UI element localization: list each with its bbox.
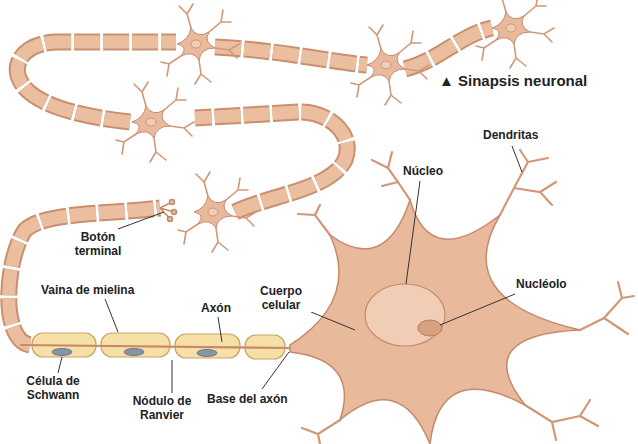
leader-line [262, 352, 289, 389]
leader-line [311, 312, 355, 330]
leader-lines [58, 146, 522, 393]
small-neuron [351, 25, 429, 105]
leader-line [218, 317, 222, 342]
nucleus [365, 284, 445, 346]
dendrite [580, 282, 634, 334]
figure-title: ▲ Sinapsis neuronal [438, 72, 588, 90]
dendrite [525, 400, 598, 440]
axon-chain [405, 28, 492, 69]
leader-line [172, 360, 173, 393]
part-label: Base del axón [206, 392, 289, 406]
terminal-bouton [168, 217, 173, 222]
axon-chain [17, 42, 176, 122]
leader-line [406, 181, 420, 284]
schwann-nucleus [52, 349, 72, 356]
part-label: Botón terminal [66, 230, 130, 258]
part-label: Vaina de mielina [40, 283, 135, 297]
part-label: Núcleo [402, 164, 444, 178]
myelin-chain-fill [9, 28, 492, 345]
small-neuron [178, 172, 256, 252]
part-label: Dendritas [482, 128, 539, 142]
dendrite [302, 420, 340, 444]
axon-chain [9, 208, 160, 345]
small-neuron [476, 0, 554, 68]
leader-line [440, 294, 515, 325]
part-label: Axón [200, 301, 232, 315]
leader-line [118, 212, 164, 229]
part-label: Célula de Schwann [16, 374, 90, 402]
axon-chain [9, 208, 160, 345]
dendrite [298, 205, 330, 235]
axon-chain [215, 47, 367, 65]
dendrite [500, 150, 556, 215]
leader-line [105, 299, 118, 332]
axon-chain [17, 42, 176, 122]
cell-body [290, 200, 580, 444]
axon-chain [195, 112, 347, 212]
axon-chain [215, 47, 367, 65]
small-neuron [116, 82, 194, 162]
terminal-bouton [170, 200, 175, 205]
part-label: Nódulo de Ranvier [124, 394, 200, 422]
myelin-chain-outline [9, 28, 492, 345]
leader-line [58, 357, 62, 373]
axon-fiber [20, 345, 296, 348]
part-label: Nucléolo [515, 277, 568, 291]
terminal-button [160, 200, 177, 222]
nucleolus [418, 320, 442, 336]
schwann-nucleus [124, 349, 144, 356]
schwann-nucleus [197, 350, 217, 357]
small-neuron [161, 4, 239, 84]
axon-chain [405, 28, 492, 69]
axon-chain [195, 112, 347, 212]
part-label: Cuerpo celular [250, 284, 312, 312]
leader-line [512, 146, 522, 172]
terminal-bouton [172, 210, 177, 215]
schwann-nuclei [52, 349, 217, 357]
